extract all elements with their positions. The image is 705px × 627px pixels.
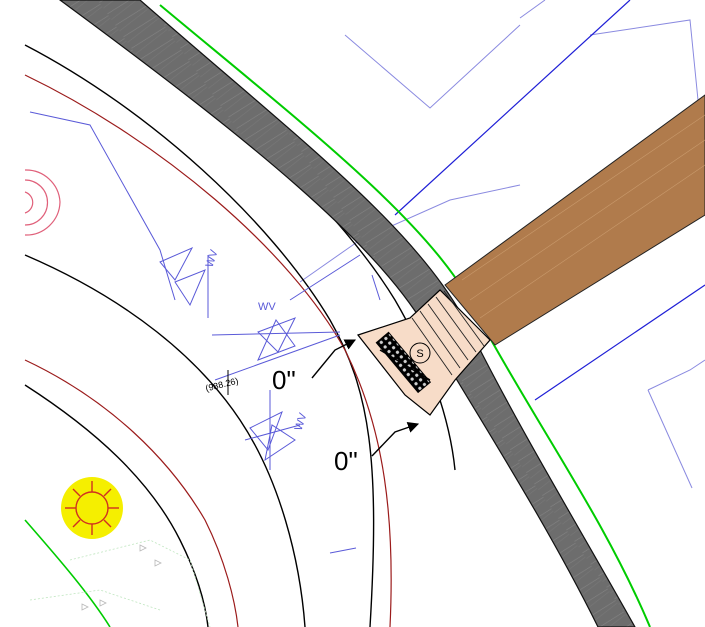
grate-arrow: [379, 349, 431, 381]
light-fixture-icon: [61, 477, 123, 539]
pipe-tag: (988.26): [204, 376, 239, 394]
property-lines: [394, 0, 705, 401]
timber-beam: [444, 94, 705, 346]
dimension-label-upper: 0": [272, 365, 296, 395]
dimension-label-lower: 0": [334, 446, 358, 476]
planting-bed: [24, 519, 211, 627]
fixture-plate: [356, 289, 491, 416]
sprinkler-arc: [24, 169, 61, 236]
drain-grate: [375, 331, 432, 394]
fixture-symbol: S: [409, 342, 431, 364]
valve-code-1: WV: [204, 248, 221, 269]
valve-symbols: [29, 111, 361, 470]
fixture-symbol-label: S: [416, 348, 423, 360]
retaining-wall: [58, 0, 636, 627]
valve-code-2: WV: [258, 301, 276, 313]
dimension-leaders: [311, 339, 420, 457]
arc-ticks: [329, 274, 381, 554]
red-boundary-lines: [24, 74, 392, 627]
beam-grain: [461, 114, 705, 319]
valve-code-3: WV: [293, 411, 310, 432]
fixture-slats: [411, 290, 485, 376]
